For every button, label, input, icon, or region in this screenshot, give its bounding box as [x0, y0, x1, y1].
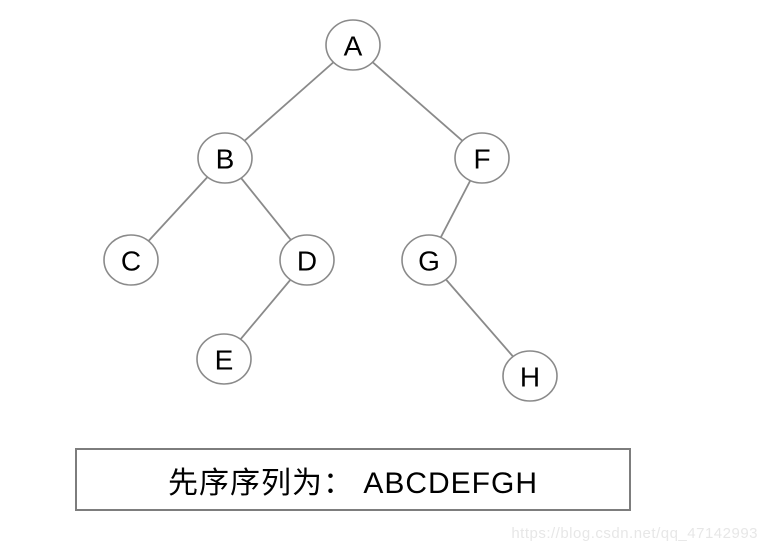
tree-node-d: D	[279, 234, 335, 286]
watermark-text: https://blog.csdn.net/qq_47142993	[511, 525, 758, 542]
tree-node-circle	[197, 132, 253, 184]
tree-node-circle	[325, 19, 381, 71]
tree-node-label: A	[344, 31, 363, 62]
tree-node-g: G	[401, 234, 457, 286]
tree-node-b: B	[197, 132, 253, 184]
tree-node-circle	[103, 234, 159, 286]
tree-node-h: H	[502, 350, 558, 402]
tree-node-circle	[279, 234, 335, 286]
tree-node-label: G	[418, 246, 440, 277]
tree-node-label: D	[297, 246, 317, 277]
preorder-caption-text: 先序序列为： ABCDEFGH	[167, 466, 539, 500]
tree-edge-a-b	[224, 44, 354, 159]
tree-node-label: C	[121, 246, 141, 277]
tree-node-circle	[196, 333, 252, 385]
tree-node-circle	[454, 132, 510, 184]
preorder-caption-box: 先序序列为： ABCDEFGH	[75, 448, 631, 511]
tree-node-circle	[401, 234, 457, 286]
tree-node-label: H	[520, 362, 540, 393]
binary-tree-diagram: A B F C D G E H	[103, 19, 558, 402]
tree-node-a: A	[325, 19, 381, 71]
tree-node-circle	[502, 350, 558, 402]
tree-node-label: F	[473, 144, 490, 175]
tree-node-label: E	[215, 345, 234, 376]
tree-node-label: B	[216, 144, 235, 175]
tree-node-e: E	[196, 333, 252, 385]
tree-edge-a-f	[352, 44, 483, 159]
tree-node-f: F	[454, 132, 510, 184]
tree-node-c: C	[103, 234, 159, 286]
